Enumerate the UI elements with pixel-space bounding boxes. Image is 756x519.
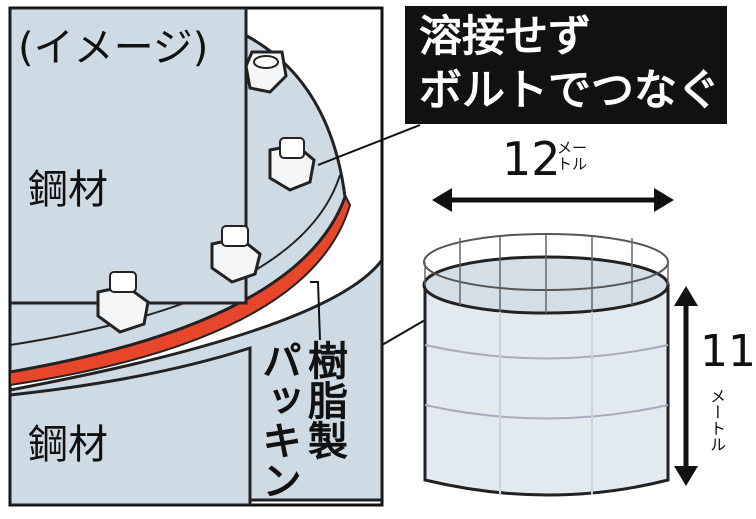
tank-leader (381, 319, 426, 346)
bolt-icon (96, 271, 150, 334)
double-arrow-icon (674, 286, 698, 486)
callout-box: 溶接せず ボルトでつなぐ (405, 6, 727, 124)
bolt-icon (268, 137, 316, 192)
gasket-leader (310, 281, 321, 341)
lower-steel (10, 345, 252, 505)
upper-steel (10, 8, 248, 305)
gasket-label-col2: パッキン (255, 340, 301, 500)
double-arrow-icon (432, 188, 674, 212)
diagram-drawing (8, 6, 698, 507)
gasket-label-col1: 樹脂製 (301, 340, 347, 460)
tank-width-unit: メートル (557, 139, 588, 173)
image-label: (イメージ) (18, 25, 209, 71)
upper-flange (10, 32, 347, 374)
material-top-label: 鋼材 (28, 167, 108, 213)
tank-height-value: 11 (700, 326, 756, 377)
callout-line1: 溶接せず (419, 12, 591, 62)
bolt-icon (210, 225, 262, 284)
callout-leader (317, 124, 421, 166)
callout-line2: ボルトでつなぐ (419, 66, 720, 116)
bolt-icon (244, 50, 288, 94)
tank-height-unit: メートル (707, 388, 726, 452)
material-bottom-label: 鋼材 (28, 422, 108, 468)
tank-width-value: 12 (502, 132, 561, 186)
diagram: (イメージ) 鋼材 鋼材 溶接せず ボルトでつなぐ 樹脂製 パッキン 12 メー… (8, 6, 756, 507)
flange-joint (10, 8, 382, 505)
tank (422, 233, 670, 497)
